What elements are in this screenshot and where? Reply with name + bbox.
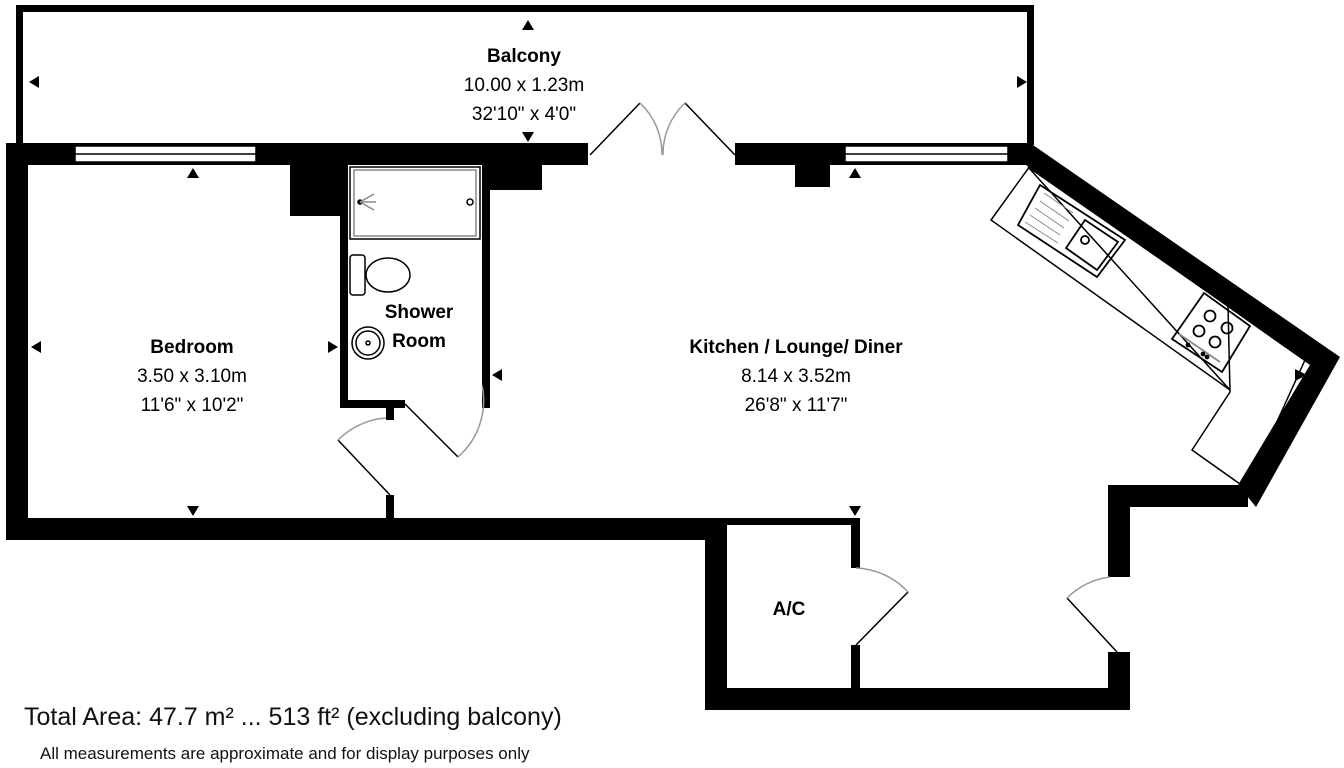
toilet-icon <box>349 254 411 296</box>
basin-icon <box>351 326 385 360</box>
room-imperial: 11'6" x 10'2" <box>140 395 244 416</box>
total-area: Total Area: 47.7 m² ... 513 ft² (excludi… <box>24 703 562 731</box>
room-name: Kitchen / Lounge/ Diner <box>689 337 903 358</box>
room-metric: 3.50 x 3.10m <box>137 366 247 387</box>
doors <box>337 102 1118 653</box>
shower-tray <box>349 166 481 240</box>
room-name-line1: Shower <box>384 302 454 323</box>
kitchen-worktop <box>989 164 1306 485</box>
room-name: Balcony <box>487 46 561 67</box>
room-name-line2: Room <box>392 331 446 352</box>
room-metric: 10.00 x 1.23m <box>463 75 585 96</box>
room-metric: 8.14 x 3.52m <box>741 366 851 387</box>
walls <box>6 143 1340 710</box>
hob-icon <box>1170 291 1252 374</box>
room-name: A/C <box>772 599 806 620</box>
dimension-arrows <box>29 20 1307 516</box>
room-imperial: 32'10" x 4'0" <box>471 104 577 125</box>
room-label-bedroom: Bedroom 3.50 x 3.10m 11'6" x 10'2" <box>137 333 247 420</box>
room-name: Bedroom <box>150 337 234 358</box>
disclaimer: All measurements are approximate and for… <box>40 744 530 763</box>
room-label-balcony: Balcony 10.00 x 1.23m 32'10" x 4'0" <box>464 42 584 129</box>
sink-icon <box>1016 183 1127 279</box>
room-imperial: 26'8" x 11'7" <box>744 395 848 416</box>
windows <box>74 145 1009 163</box>
room-label-kitchen: Kitchen / Lounge/ Diner 8.14 x 3.52m 26'… <box>689 333 902 420</box>
balcony-outline <box>16 5 1034 145</box>
room-label-ac: A/C <box>773 595 806 624</box>
room-label-shower-room: Shower Room <box>385 298 454 356</box>
